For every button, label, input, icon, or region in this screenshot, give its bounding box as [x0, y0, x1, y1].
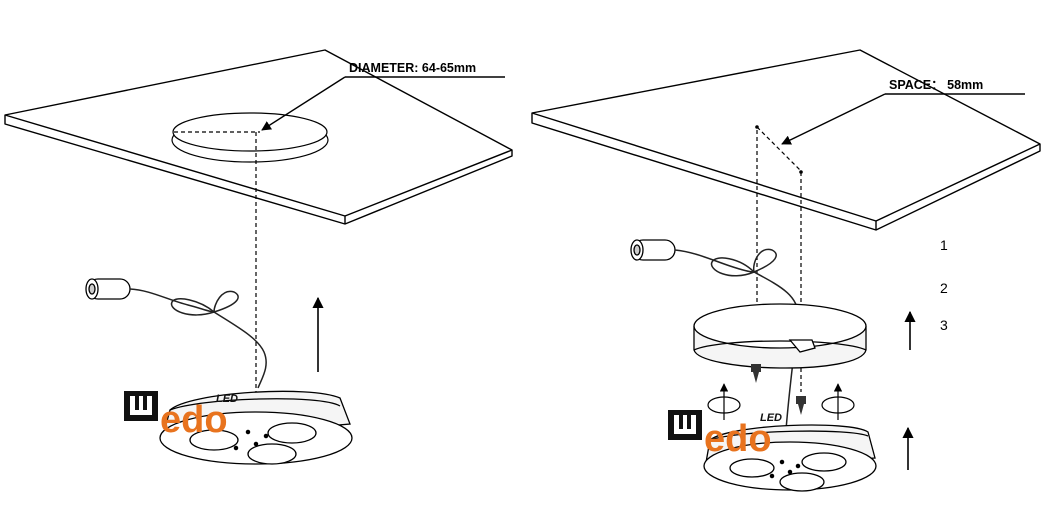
- connector-plug-icon: [630, 239, 676, 261]
- logo-letters: edo: [160, 399, 228, 441]
- right-panel: SPACE： 58mm 1 2 3: [531, 49, 1041, 492]
- rotate-arrow-icon: [821, 383, 855, 420]
- left-panel: DIAMETER: 64-65mm: [4, 49, 513, 465]
- lens: [801, 452, 847, 472]
- step-1: 1: [940, 237, 948, 253]
- wedo-logo: edo LED: [668, 410, 782, 460]
- step-2: 2: [940, 280, 948, 296]
- lens: [729, 458, 775, 478]
- lens: [779, 472, 825, 492]
- lens: [189, 429, 239, 451]
- wedo-logo: edo LED: [124, 391, 238, 441]
- lens: [267, 422, 317, 444]
- led-fixture: [159, 390, 353, 465]
- logo-letters: edo: [704, 418, 772, 460]
- space-leader: [781, 93, 1025, 145]
- power-cable: [129, 288, 267, 389]
- space-label: SPACE： 58mm: [889, 78, 983, 92]
- led-fixture: [703, 424, 877, 492]
- connector-plug-icon: [85, 278, 131, 300]
- screw-icon: [796, 396, 806, 415]
- step-3: 3: [940, 317, 948, 333]
- screw-icon: [751, 364, 761, 383]
- diameter-label: DIAMETER: 64-65mm: [349, 61, 476, 75]
- diameter-leader: [261, 76, 505, 131]
- ceiling-board: [531, 49, 1041, 231]
- rotate-arrow-icon: [707, 383, 741, 420]
- mounting-ring: [693, 303, 867, 369]
- logo-led: LED: [216, 393, 238, 405]
- logo-led: LED: [760, 412, 782, 424]
- cutout-hole: [171, 112, 329, 163]
- lens: [247, 443, 297, 465]
